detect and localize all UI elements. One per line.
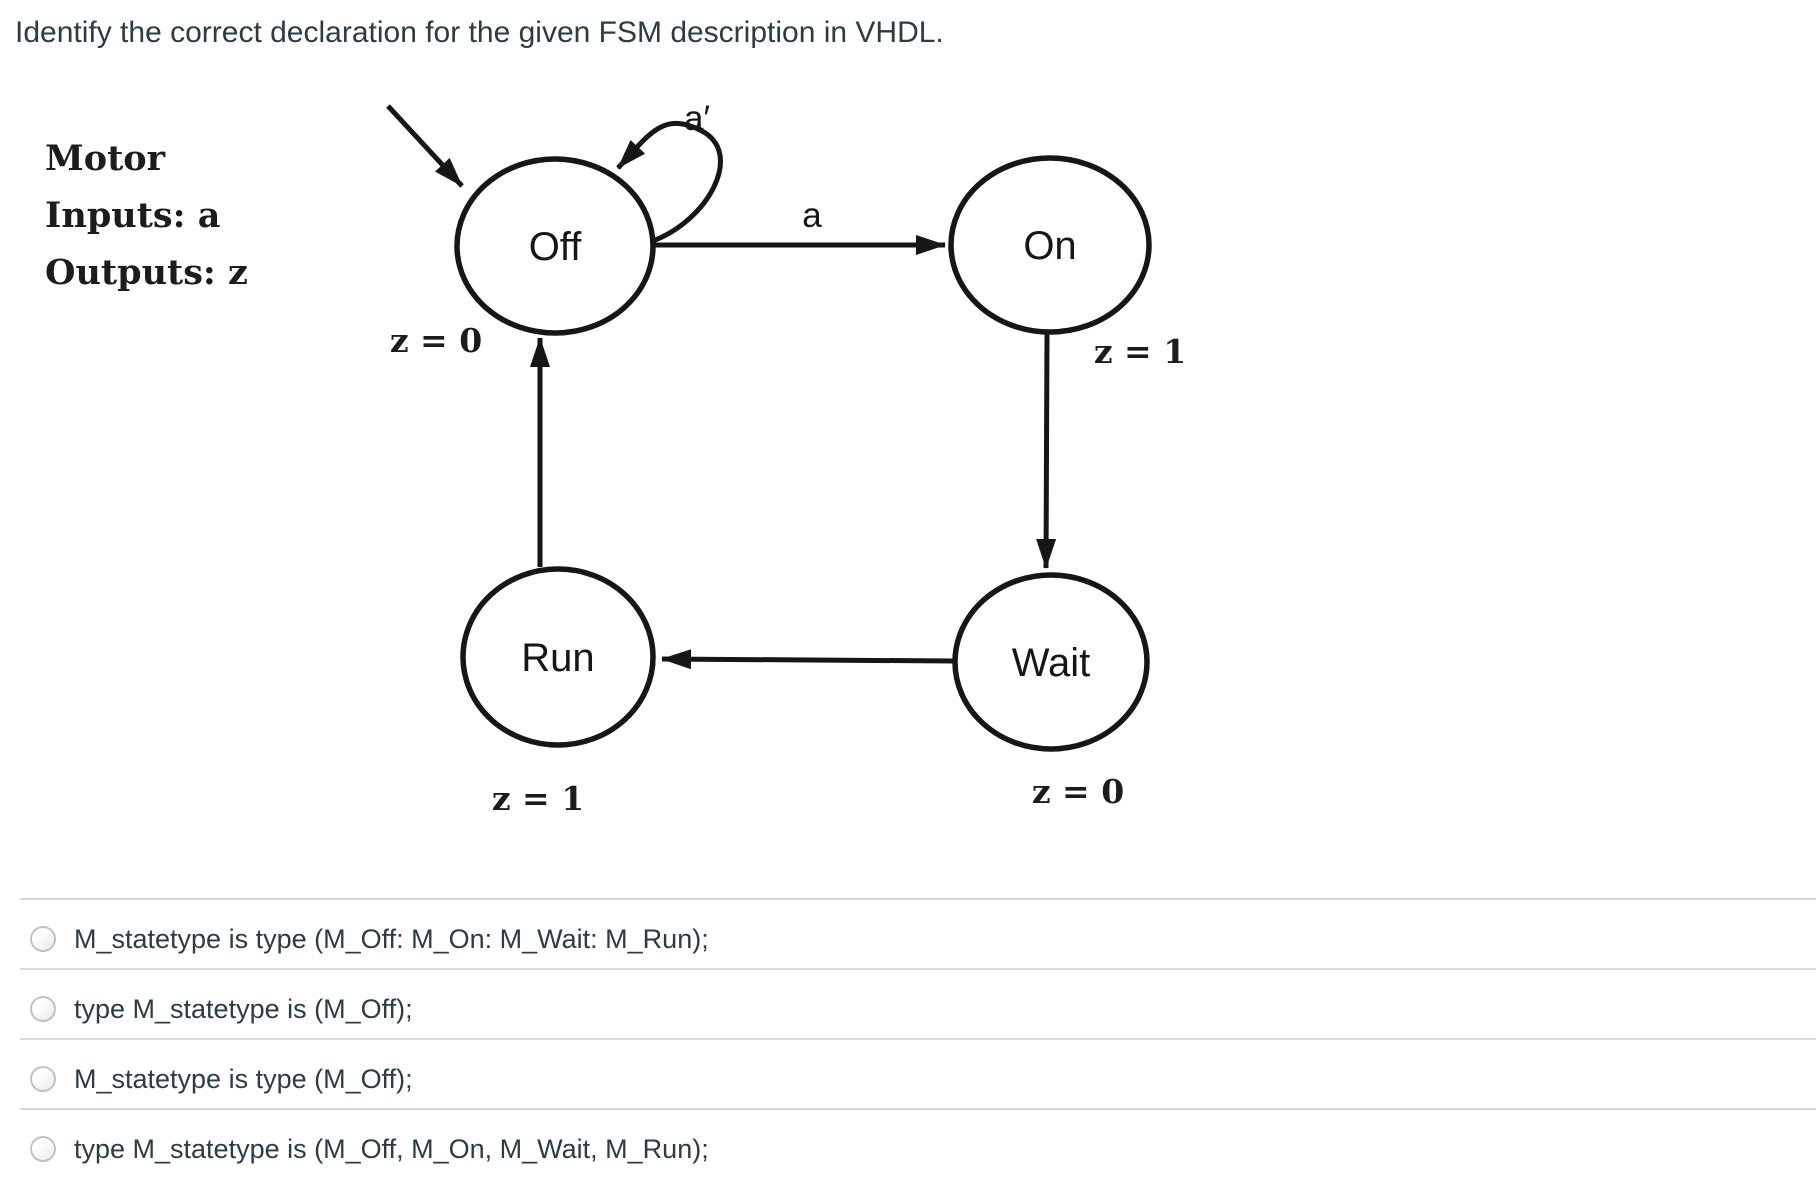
answer-option-3[interactable]: M_statetype is type (M_Off); [20, 1038, 1816, 1108]
answer-option-2-label: type M_statetype is (M_Off); [74, 993, 413, 1024]
question-title: Identify the correct declaration for the… [15, 16, 944, 49]
answer-option-3-label: M_statetype is type (M_Off); [74, 1063, 413, 1094]
initial-state-arrow [386, 104, 464, 188]
fsm-description-line-machine: Motor [45, 138, 166, 179]
fsm-description-line-outputs: Outputs: z [45, 252, 248, 293]
answer-radio-4[interactable] [30, 1136, 56, 1162]
answer-option-2[interactable]: type M_statetype is (M_Off); [20, 968, 1816, 1038]
state-run-circle [460, 566, 656, 748]
self-loop-condition-label: a′ [684, 99, 710, 138]
state-on-circle [948, 155, 1152, 335]
off-to-on-condition-label: a [802, 196, 822, 235]
answer-options: M_statetype is type (M_Off: M_On: M_Wait… [20, 898, 1816, 1178]
state-off-circle [454, 156, 656, 336]
answer-option-1-label: M_statetype is type (M_Off: M_On: M_Wait… [74, 923, 709, 954]
off-self-loop-arrow [616, 121, 723, 245]
fsm-description-line-inputs: Inputs: a [45, 195, 221, 236]
fsm-description: Motor Inputs: a Outputs: z [45, 130, 248, 301]
answer-radio-2[interactable] [30, 996, 56, 1022]
answer-radio-1[interactable] [30, 926, 56, 952]
state-run-output-label: z = 1 [492, 779, 584, 818]
state-on-output-label: z = 1 [1094, 332, 1186, 371]
answer-option-4[interactable]: type M_statetype is (M_Off, M_On, M_Wait… [20, 1108, 1816, 1178]
state-wait-circle [952, 572, 1150, 752]
answer-radio-3[interactable] [30, 1066, 56, 1092]
state-run-label: Run [521, 636, 594, 680]
state-wait-output-label: z = 0 [1032, 772, 1124, 811]
state-on-label: On [1023, 224, 1076, 268]
answer-option-4-label: type M_statetype is (M_Off, M_On, M_Wait… [74, 1133, 709, 1164]
on-to-wait-arrow [1036, 332, 1057, 569]
wait-to-run-arrow [661, 649, 954, 670]
state-off-label: Off [529, 225, 583, 269]
fsm-state-diagram: Off On Run Wait a′ a z = 0 z = 1 z = 1 z… [386, 99, 1186, 818]
state-off-output-label: z = 0 [390, 321, 482, 360]
answer-option-1[interactable]: M_statetype is type (M_Off: M_On: M_Wait… [20, 898, 1816, 968]
state-wait-label: Wait [1012, 641, 1091, 685]
